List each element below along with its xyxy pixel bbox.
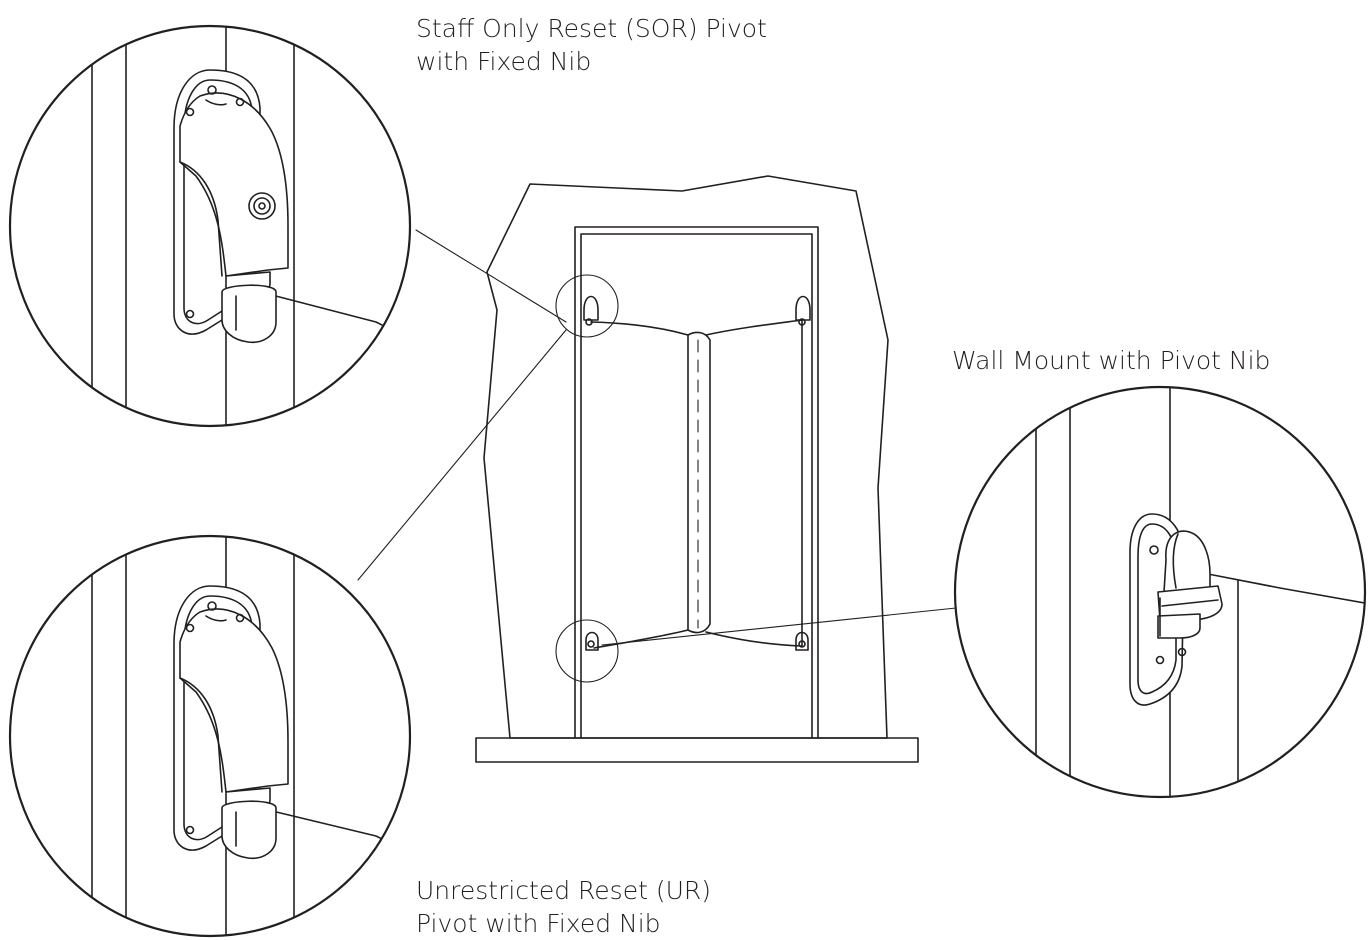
pivot-top-left: [583, 295, 599, 326]
wall-outline: [483, 175, 889, 739]
ur-detail-circle: [8, 534, 412, 938]
sor-pivot-detail: [8, 24, 412, 428]
sor-detail-circle: [8, 24, 412, 428]
ur-pivot-detail: [8, 534, 412, 938]
door-frame-inner: [580, 233, 813, 739]
door-frame-outer: [574, 226, 819, 739]
pivot-bottom-left: [585, 631, 599, 651]
door-leaf-left: [590, 321, 689, 649]
wall-mount-detail-circle: [953, 385, 1367, 799]
floor-threshold: [475, 737, 919, 763]
wall-mount-detail: [953, 385, 1367, 799]
door-assembly: [475, 175, 919, 763]
ur-pivot-label: Unrestricted Reset (UR) Pivot with Fixed…: [416, 874, 711, 940]
wall-mount-label: Wall Mount with Pivot Nib: [952, 344, 1270, 377]
callout-circle-bottom-pivot: [555, 619, 619, 683]
leader-line-wall-mount: [601, 607, 957, 646]
sor-pivot-label: Staff Only Reset (SOR) Pivot with Fixed …: [416, 12, 767, 78]
door-leaf-edge: [687, 331, 711, 634]
wall-mount-label-text: Wall Mount with Pivot Nib: [952, 346, 1271, 375]
callout-circle-top-pivot: [555, 274, 619, 338]
leader-line-sor-bottom: [357, 329, 567, 581]
leader-line-sor-top: [415, 229, 567, 323]
pivot-top-right: [795, 295, 811, 326]
ur-pivot-label-line-2: Pivot with Fixed Nib: [416, 909, 661, 938]
door-leaf-right: [705, 319, 803, 647]
pivot-bottom-right: [795, 631, 809, 651]
sor-pivot-label-line-2: with Fixed Nib: [416, 47, 592, 76]
ur-pivot-label-line-1: Unrestricted Reset (UR): [416, 876, 712, 905]
leader-lines: [357, 229, 957, 646]
sor-pivot-label-line-1: Staff Only Reset (SOR) Pivot: [416, 14, 767, 43]
